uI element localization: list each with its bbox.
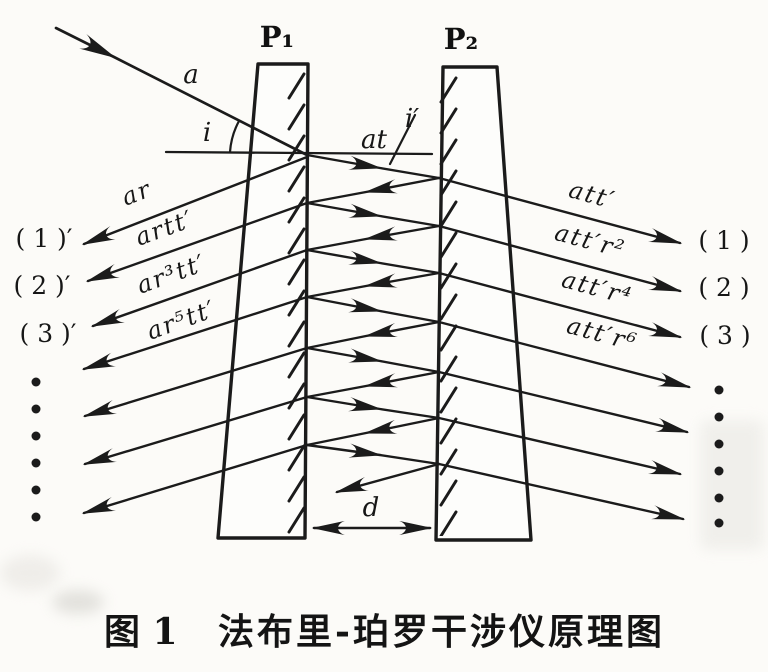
reflected-exit-ray xyxy=(81,443,309,515)
cavity-ray-segment xyxy=(305,320,441,350)
dot xyxy=(714,518,724,528)
figure-caption: 图 1 法布里-珀罗干涉仪原理图 xyxy=(104,611,665,653)
order-label-2-transmitted: ( 2 ) xyxy=(698,273,749,302)
reflected-exit-ray xyxy=(81,295,309,371)
dot xyxy=(31,431,41,441)
transmitted-exit-ray xyxy=(437,320,692,389)
order-label-1-transmitted: ( 1 ) xyxy=(698,226,749,255)
cavity-ray-segment xyxy=(305,416,441,447)
cavity-ray-segment xyxy=(305,370,441,399)
dot xyxy=(714,412,724,422)
plate-1 xyxy=(216,62,310,540)
angle-construction xyxy=(164,113,434,166)
normal-line xyxy=(164,150,434,156)
cavity-ray-segment xyxy=(305,201,441,228)
dot xyxy=(714,439,724,449)
dot xyxy=(31,458,41,468)
plate-1-coating-hatch xyxy=(286,72,306,534)
transmitted-exit-ray xyxy=(437,176,683,245)
dot xyxy=(31,377,41,387)
reflected-exit-ray xyxy=(82,346,309,418)
cavity-ray-segment xyxy=(305,248,441,275)
angle-i-prime-tick xyxy=(388,113,417,166)
dot xyxy=(714,385,724,395)
order-label-1-reflected: ( 1 )′ xyxy=(16,224,73,253)
incident-ray-label: a xyxy=(183,60,199,90)
transmitted-exit-ray xyxy=(437,224,683,293)
gap-label: d xyxy=(363,493,380,523)
cavity-ray-truncated xyxy=(334,462,441,494)
continuation-dots-right xyxy=(714,385,724,528)
ray-label-attr4: att′r⁴ xyxy=(559,265,636,311)
transmitted-exit-ray xyxy=(437,416,683,476)
cavity-ray-segment xyxy=(305,295,441,324)
incident-ray xyxy=(54,26,309,157)
diagram-labels: P₁ P₂ a i at i′ d ar artt′ ar³tt′ ar⁵tt′… xyxy=(14,20,751,523)
reflected-exit-ray xyxy=(81,155,309,246)
internal-ray-label: at xyxy=(361,125,388,155)
cavity-rays xyxy=(305,153,441,494)
cavity-ray-segment xyxy=(305,443,441,466)
reflected-exit-ray xyxy=(90,248,309,328)
figure-title: 法布里-珀罗干涉仪原理图 xyxy=(218,611,665,653)
transmitted-exit-ray xyxy=(437,271,683,339)
dot xyxy=(31,485,41,495)
ray-label-ar3tt: ar³tt′ xyxy=(133,249,210,300)
cavity-ray-segment xyxy=(305,153,441,180)
transmitted-exit-ray xyxy=(437,462,686,521)
ray-label-attr6: att′r⁶ xyxy=(564,311,641,357)
angle-i-arc xyxy=(228,119,241,154)
reflected-exit-rays xyxy=(81,155,309,515)
dot xyxy=(714,466,724,476)
order-label-3-reflected: ( 3 )′ xyxy=(20,319,77,348)
ray-label-att: att′ xyxy=(566,175,619,214)
reflected-exit-ray xyxy=(85,201,309,283)
cavity-ray-segment xyxy=(305,271,441,299)
transmitted-exit-ray xyxy=(437,370,690,434)
angle-i-prime-label: i′ xyxy=(405,104,419,134)
plate-1-label: P₁ xyxy=(260,20,295,54)
cavity-ray-segment xyxy=(305,395,441,420)
cavity-ray-segment xyxy=(305,224,441,252)
order-label-2-reflected: ( 2 )′ xyxy=(14,271,71,300)
ray-label-ar: ar xyxy=(118,175,156,212)
angle-i-label: i xyxy=(203,118,211,148)
figure-number: 图 1 xyxy=(104,611,178,653)
dot xyxy=(31,512,41,522)
transmitted-exit-rays xyxy=(437,176,692,521)
dot xyxy=(31,404,41,414)
reflected-exit-ray xyxy=(82,395,309,466)
order-label-3-transmitted: ( 3 ) xyxy=(699,321,750,350)
cavity-ray-segment xyxy=(305,346,441,374)
dot xyxy=(714,493,724,503)
cavity-ray-segment xyxy=(305,176,441,205)
continuation-dots-left xyxy=(31,377,41,522)
plate-2-label: P₂ xyxy=(444,22,479,56)
